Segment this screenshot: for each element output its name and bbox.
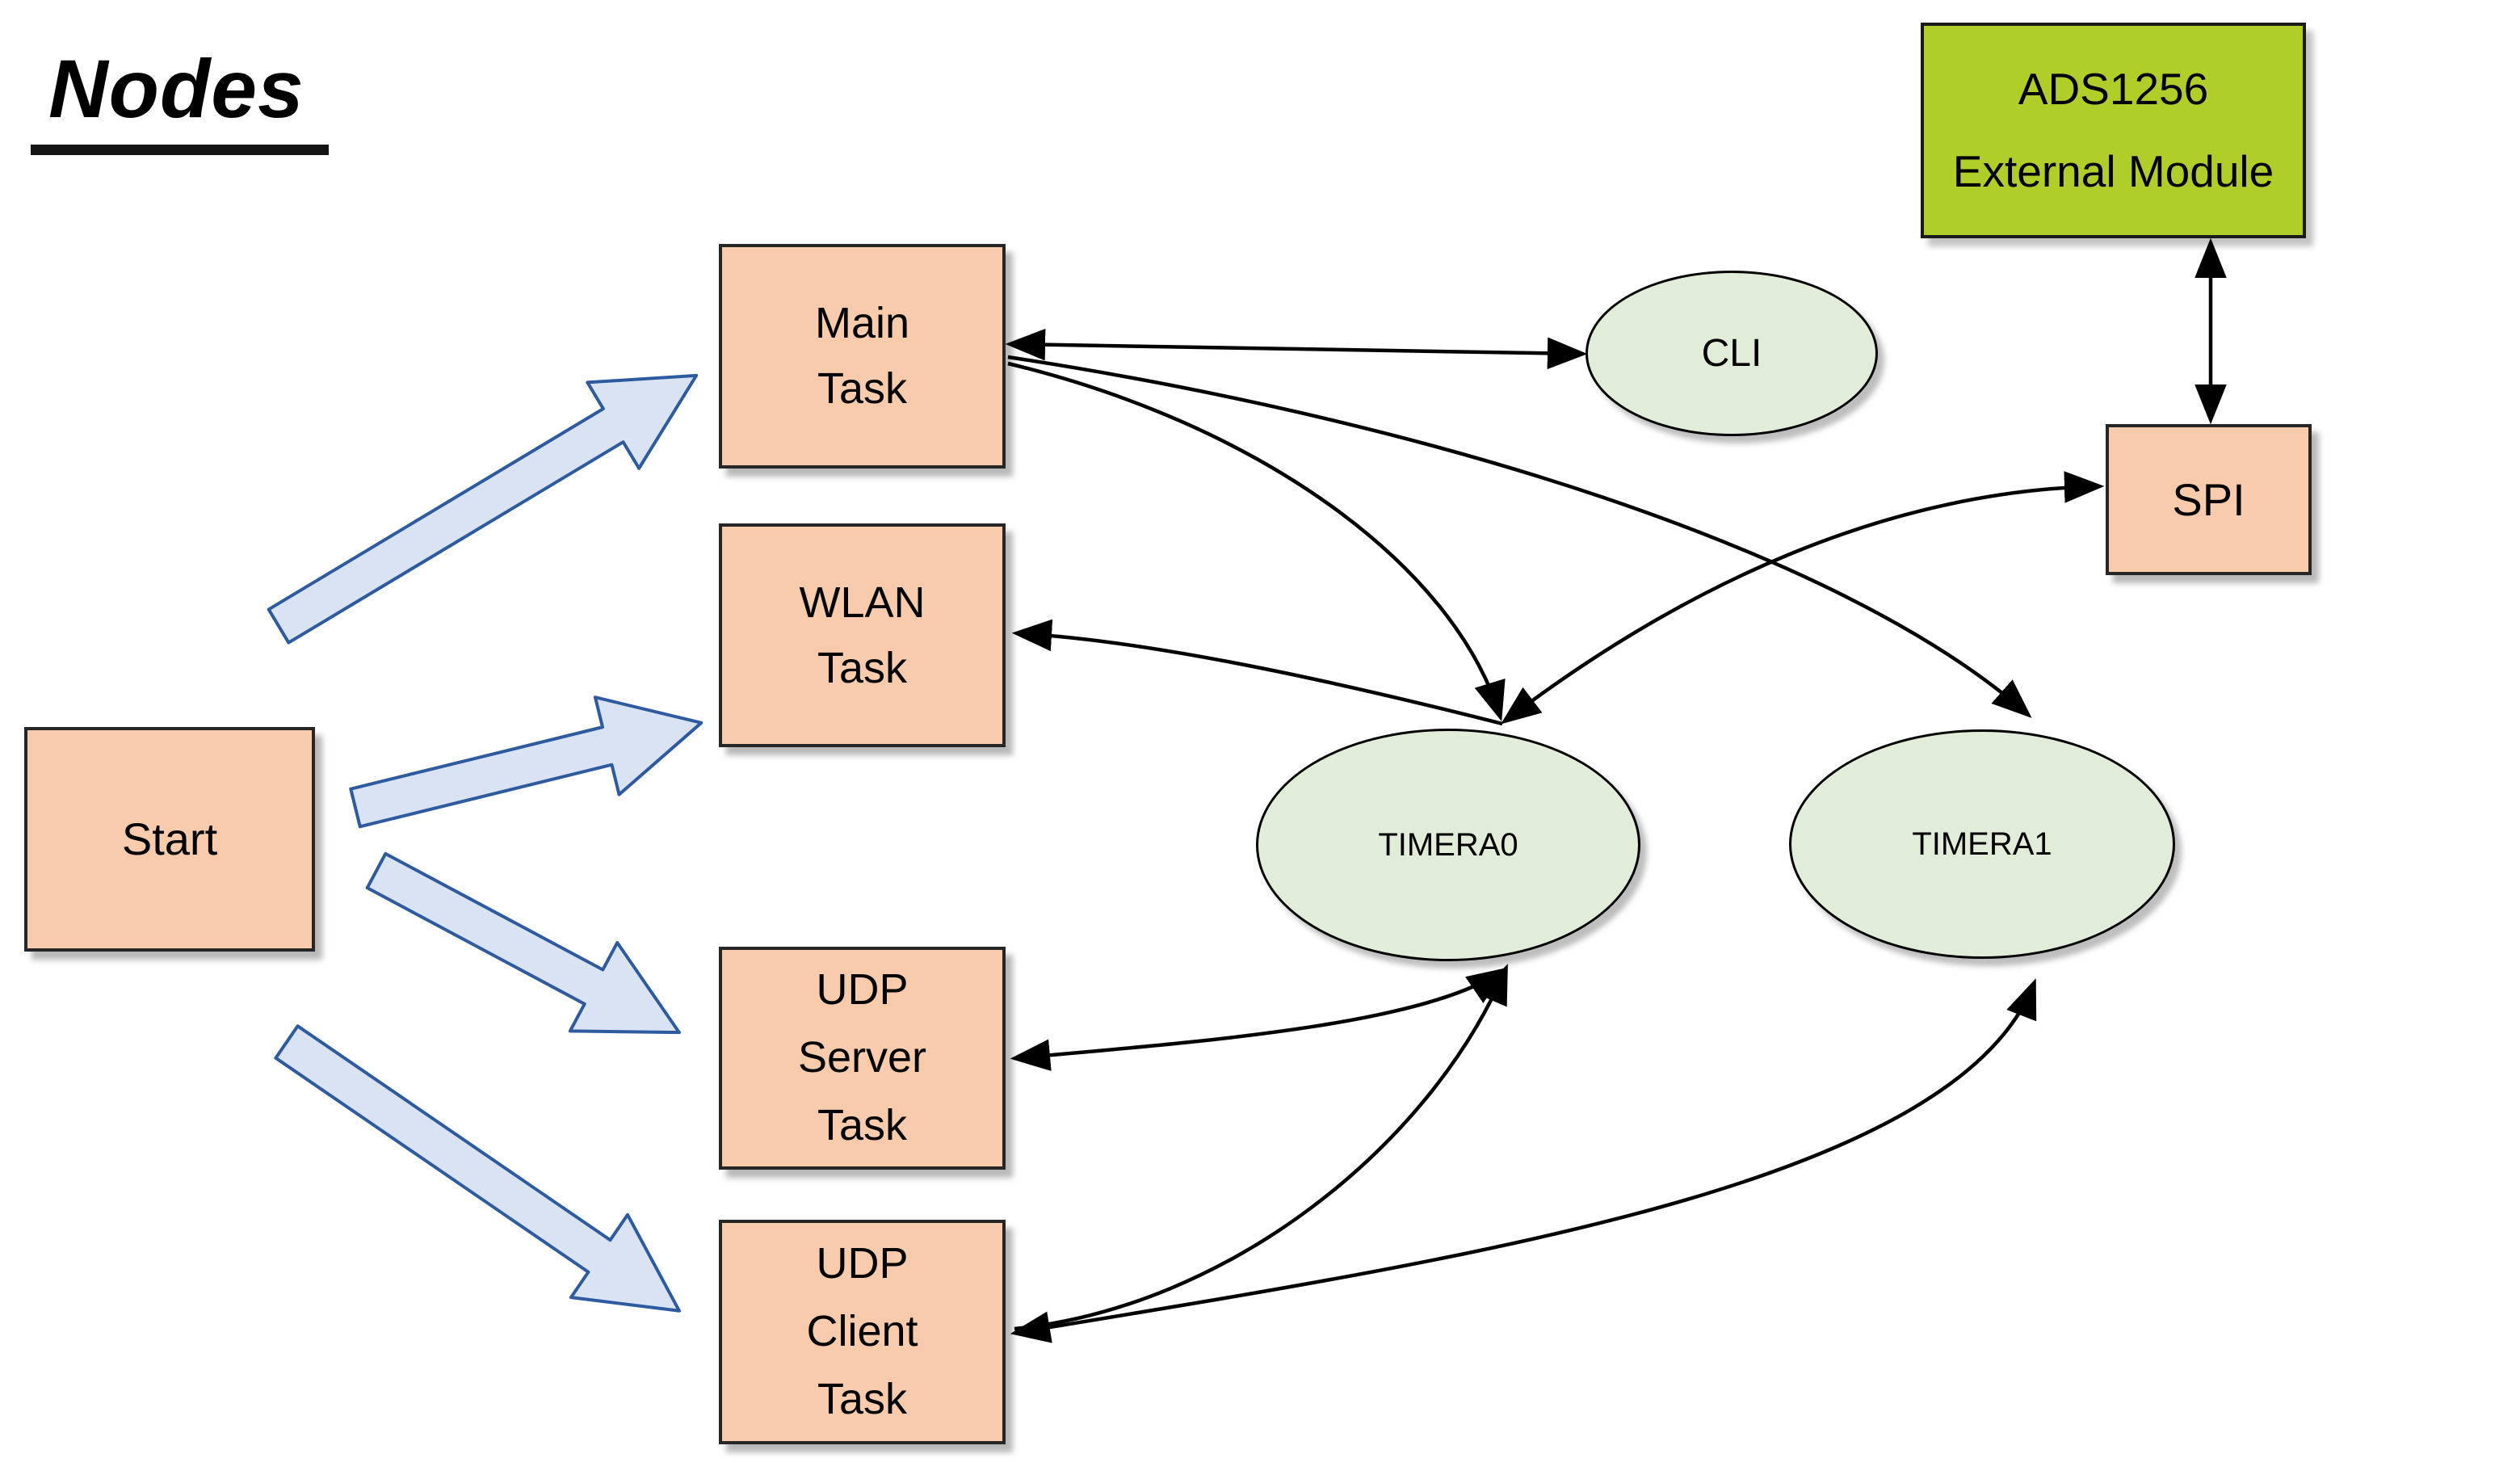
node-timera1: TIMERA1 xyxy=(1789,729,2175,959)
node-cli: CLI xyxy=(1586,271,1878,436)
node-ads1256-external-module: ADS1256 External Module xyxy=(1921,23,2306,238)
node-udp-server-task: UDP Server Task xyxy=(719,947,1006,1170)
node-spi: SPI xyxy=(2106,424,2312,575)
start-arrow-to-udp-server-task xyxy=(365,851,681,1035)
edge-main-task-timera0 xyxy=(1007,361,1506,722)
edge-udp-client-task-timera1 xyxy=(1010,978,2037,1343)
edge-udp-client-task-timera0 xyxy=(1014,964,1508,1331)
node-main-task: Main Task xyxy=(719,244,1006,469)
edge-main-task-timera1 xyxy=(1007,355,2032,718)
start-arrow-to-main-task xyxy=(267,373,699,645)
node-wlan-task: WLAN Task xyxy=(719,523,1006,747)
node-timera0: TIMERA0 xyxy=(1256,729,1640,961)
start-arrow-to-udp-client-task xyxy=(274,1024,681,1313)
edge-timera0-spi xyxy=(1501,471,2105,725)
node-start: Start xyxy=(24,727,315,952)
start-arrow-to-wlan-task xyxy=(349,695,704,829)
edge-main-task-cli xyxy=(1005,328,1588,370)
node-udp-client-task: UDP Client Task xyxy=(719,1220,1006,1444)
edge-udp-server-task-timera0 xyxy=(1010,967,1508,1071)
edge-timera0-wlan-task xyxy=(1011,619,1503,726)
page-title: Nodes xyxy=(31,42,329,155)
